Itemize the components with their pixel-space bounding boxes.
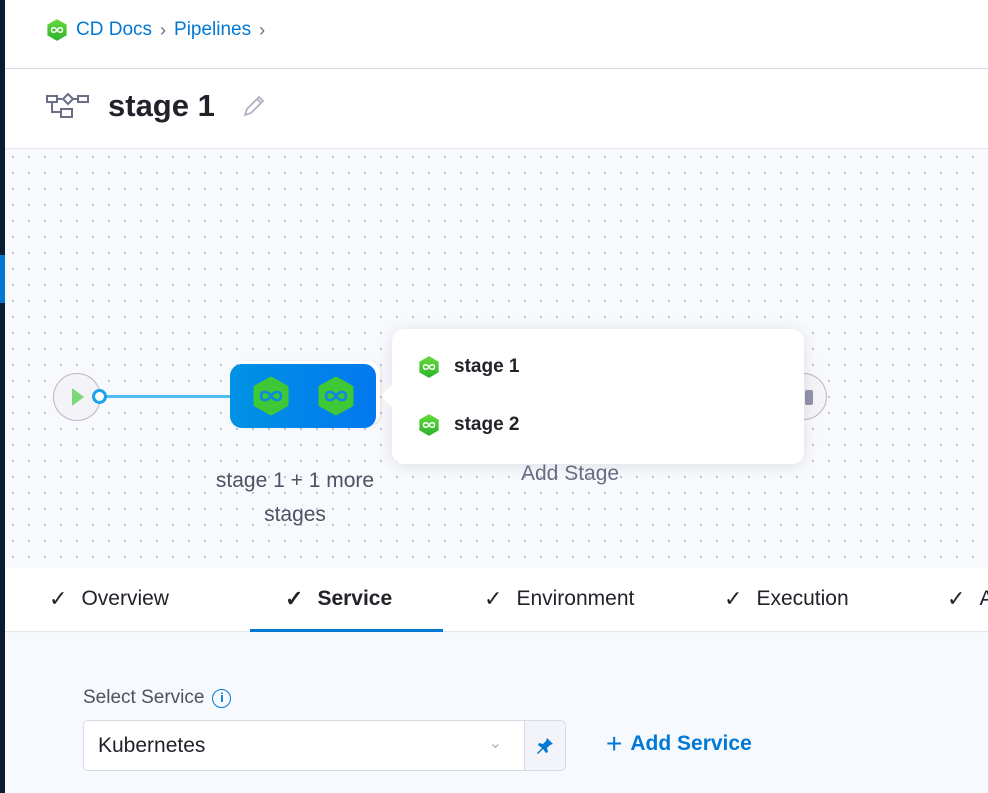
play-icon: [72, 388, 84, 406]
tab-label: A: [979, 587, 988, 610]
pipeline-stage-icon: [46, 93, 89, 118]
breadcrumb-pipelines[interactable]: Pipelines: [174, 19, 252, 40]
popover-item-stage-1[interactable]: stage 1: [418, 356, 519, 378]
active-tab-indicator: [250, 629, 443, 632]
check-icon: ✓: [724, 586, 743, 611]
tab-advanced[interactable]: ✓A: [947, 586, 988, 612]
tab-label: Overview: [81, 587, 169, 610]
check-icon: ✓: [484, 586, 503, 611]
add-service-button[interactable]: + Add Service: [606, 728, 752, 759]
deploy-stage-icon: [418, 414, 440, 436]
breadcrumb: CD Docs › Pipelines ›: [46, 19, 265, 41]
stage-group-label: stage 1 + 1 more stages: [215, 469, 375, 526]
pin-icon: [537, 737, 553, 754]
popover-item-stage-2[interactable]: stage 2: [418, 414, 519, 436]
deploy-stage-icon: [418, 356, 440, 378]
selected-value: Kubernetes: [98, 734, 206, 757]
check-icon: ✓: [947, 586, 966, 611]
select-service-label: Select Service i: [83, 687, 232, 709]
add-stage-label[interactable]: Add Stage: [521, 462, 620, 485]
tab-service[interactable]: ✓ Service: [285, 586, 392, 612]
plus-icon: +: [606, 728, 623, 759]
stop-icon: [805, 390, 813, 405]
tab-execution[interactable]: ✓ Execution: [724, 586, 849, 612]
stage-group-node[interactable]: [230, 364, 376, 428]
page-title: stage 1: [108, 88, 215, 123]
deploy-stage-icon: [316, 376, 356, 416]
label-text: Select Service: [83, 687, 205, 708]
add-service-label: Add Service: [630, 732, 752, 755]
cd-module-icon: [46, 19, 68, 41]
chevron-right-icon: ›: [160, 19, 167, 40]
check-icon: ✓: [285, 586, 304, 611]
stage-tabs: ✓ Overview ✓ Service ✓ Environment ✓ Executi…: [5, 568, 988, 632]
service-select[interactable]: Kubernetes ⌄: [83, 720, 525, 771]
popover-item-label: stage 1: [454, 356, 520, 377]
breadcrumb-cd-docs[interactable]: CD Docs: [76, 19, 153, 40]
chevron-right-icon: ›: [259, 19, 266, 40]
pipeline-link: [106, 395, 232, 398]
tab-label: Environment: [516, 587, 635, 610]
tab-label: Service: [317, 587, 393, 610]
connector-port[interactable]: [92, 389, 107, 404]
tab-label: Execution: [756, 587, 849, 610]
pin-button[interactable]: [524, 720, 566, 771]
tab-environment[interactable]: ✓ Environment: [484, 586, 634, 612]
sidebar-active-indicator: [0, 255, 5, 303]
info-icon[interactable]: i: [212, 688, 232, 708]
deploy-stage-icon: [251, 376, 291, 416]
sidebar-strip: [0, 0, 5, 793]
check-icon: ✓: [49, 586, 68, 611]
edit-pencil-icon[interactable]: [241, 93, 267, 119]
popover-item-label: stage 2: [454, 414, 520, 435]
tab-overview[interactable]: ✓ Overview: [49, 586, 169, 612]
divider: [5, 68, 988, 69]
chevron-down-icon: ⌄: [488, 735, 502, 752]
stage-group-popover: stage 1 stage 2: [381, 329, 804, 464]
